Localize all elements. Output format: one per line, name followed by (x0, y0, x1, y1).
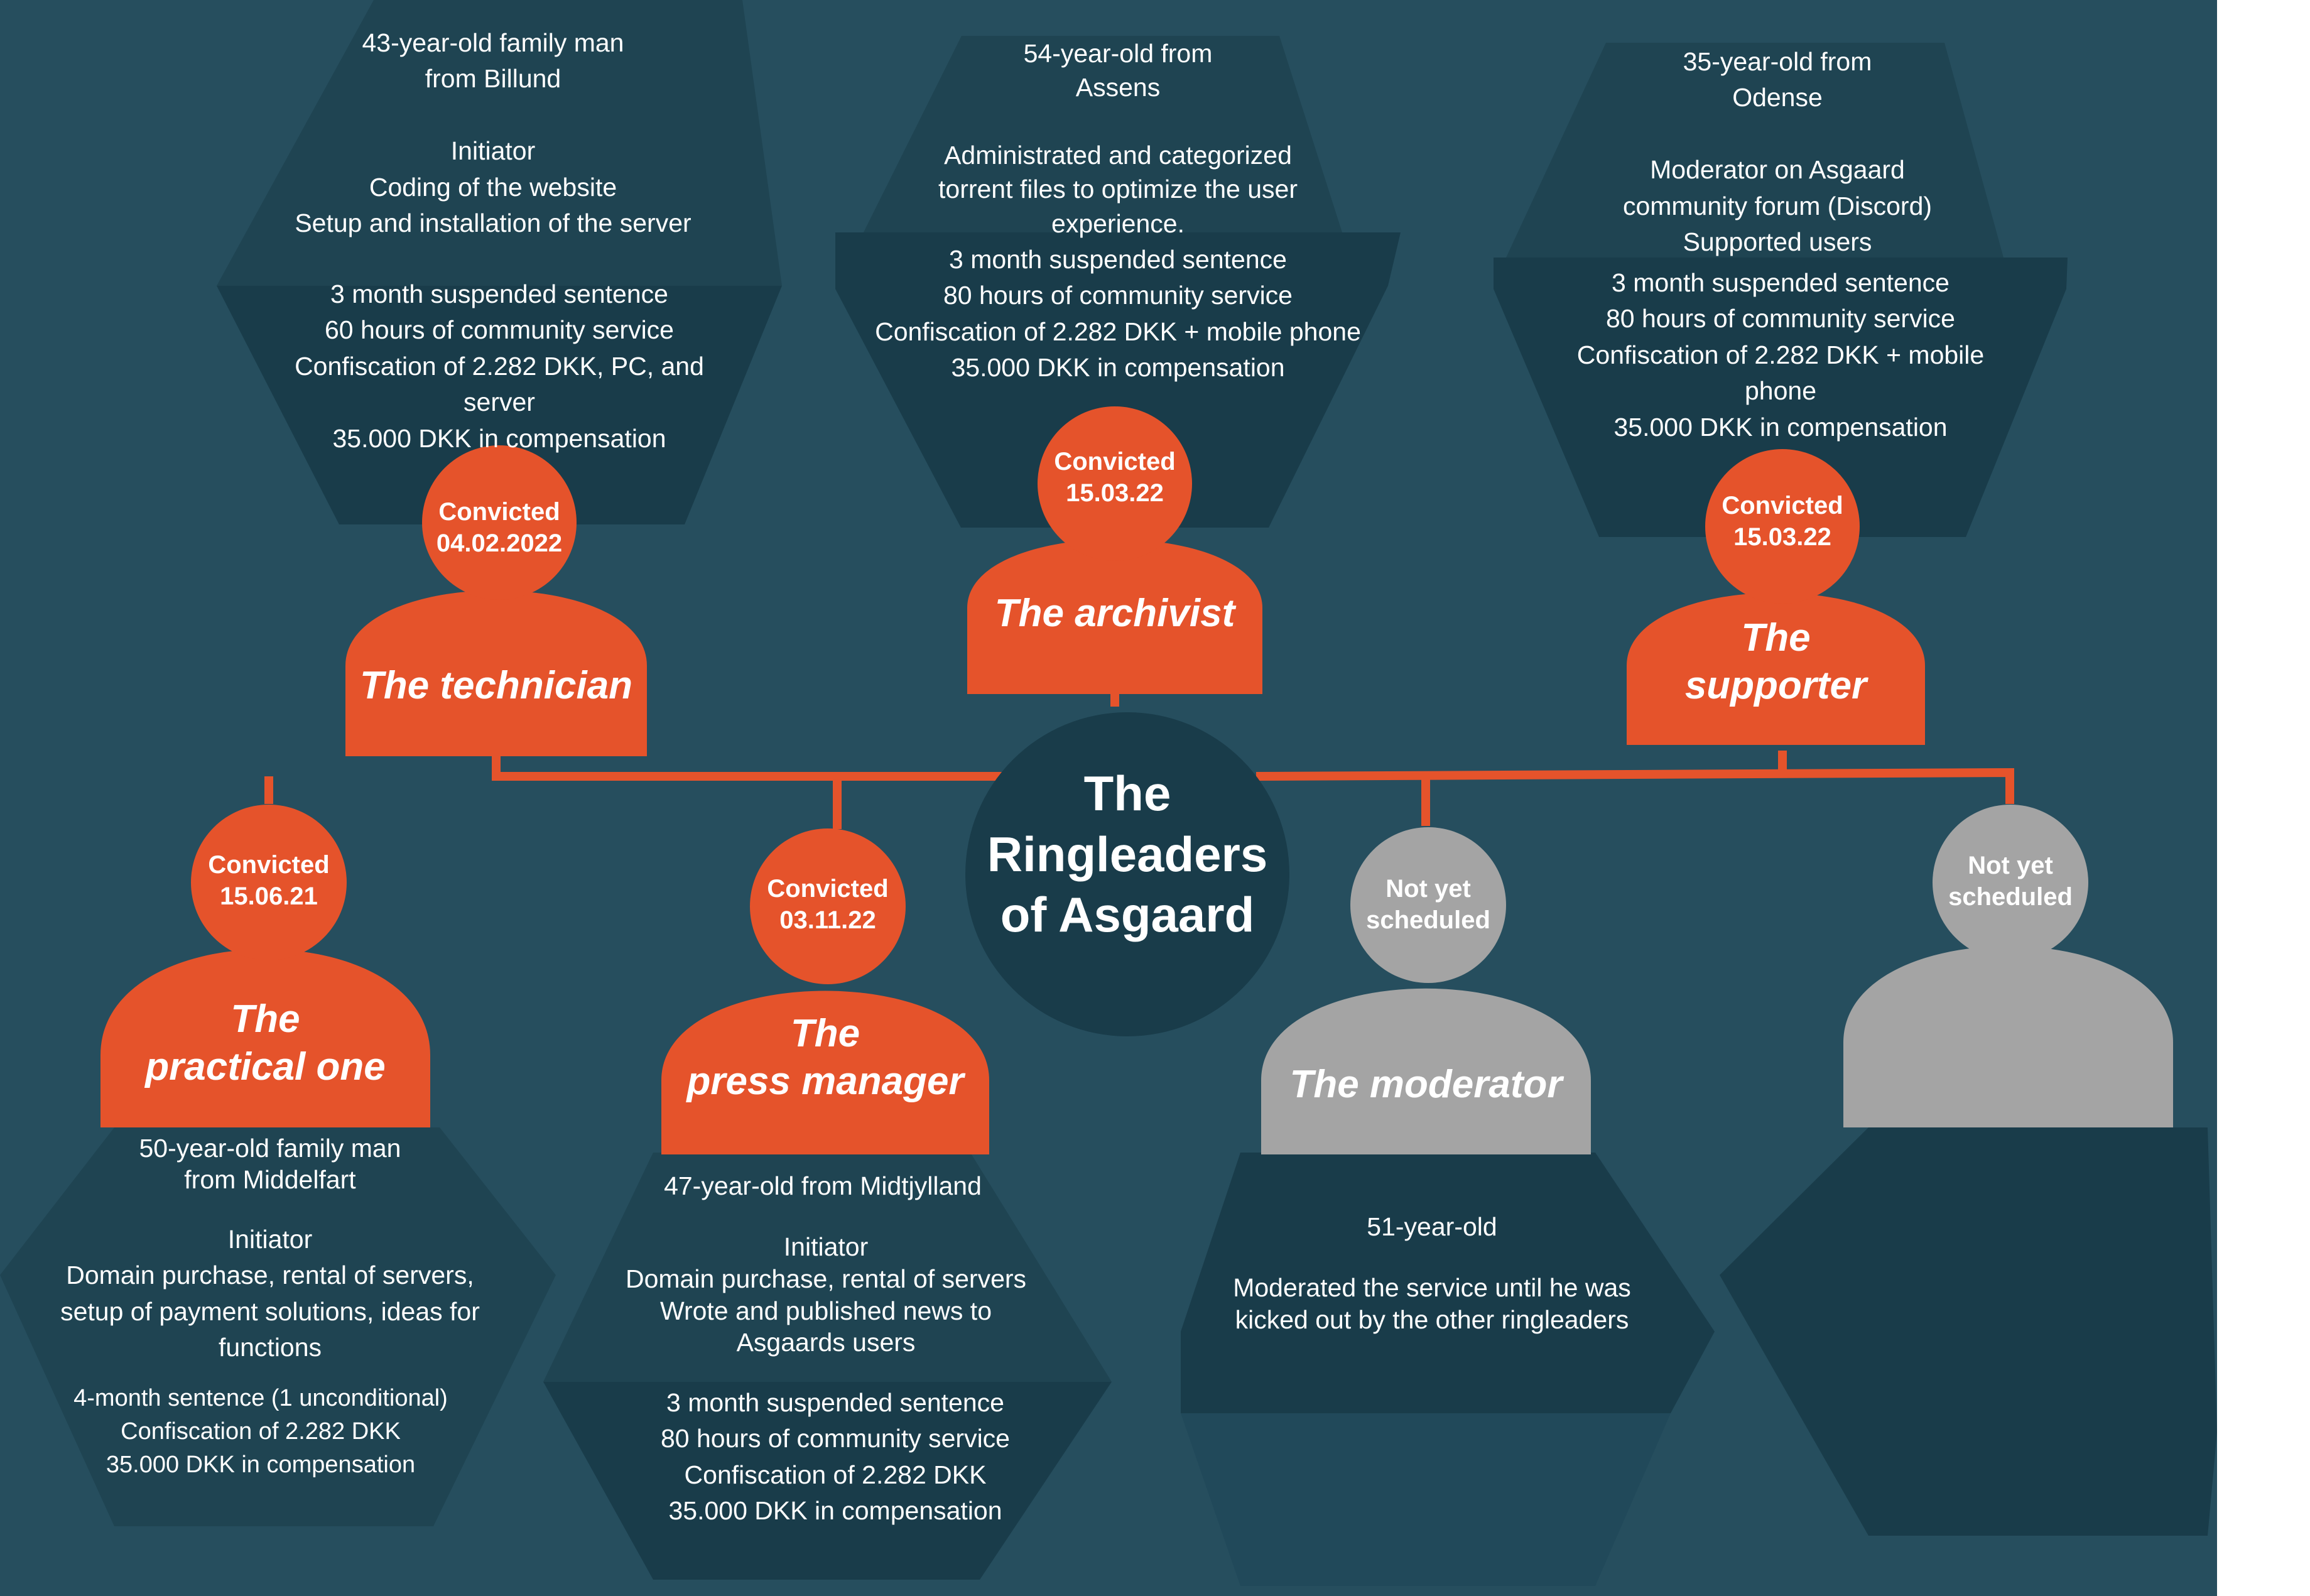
supporter-role: The supporter (1684, 616, 1867, 707)
body-practical (100, 949, 430, 1127)
practical-sentence: 4-month sentence (1 unconditional) Confi… (73, 1385, 448, 1479)
connector-right-branch (1255, 768, 2014, 804)
body-archivist (967, 539, 1262, 694)
practical-profile-intro: 50-year-old family man from Middelfart (139, 1134, 401, 1195)
archivist-sentence: 3 month suspended sentence 80 hours of c… (875, 245, 1361, 383)
moderator-profile-intro: 51-year-old (1367, 1212, 1497, 1241)
head-moderator (1350, 827, 1506, 983)
hex-practical-profile (0, 1127, 556, 1526)
press-profile: Initiator Domain purchase, rental of ser… (625, 1232, 1027, 1357)
technician-profile: 43-year-old family man from Billund Init… (295, 28, 691, 237)
practical-profile: Initiator Domain purchase, rental of ser… (60, 1225, 480, 1362)
technician-badge: Convicted 04.02.2022 (436, 498, 563, 557)
hex-press-profile (543, 1153, 1112, 1382)
technician-role: The technician (359, 664, 633, 707)
center-circle (965, 712, 1289, 1036)
press-profile-intro: 47-year-old from Midtjylland (664, 1171, 982, 1200)
practical-badge: Convicted 15.06.21 (208, 851, 330, 910)
head-supporter (1705, 449, 1860, 604)
hex-technician-sentence (217, 286, 782, 524)
unknown-badge: Not yet scheduled (1948, 852, 2073, 911)
technician-sentence: 3 month suspended sentence 60 hours of c… (295, 280, 704, 453)
archivist-profile: 54-year-old from Assens Administrated an… (938, 39, 1298, 238)
body-technician (345, 590, 647, 756)
supporter-profile: 35-year-old from Odense Moderator on Asg… (1622, 47, 1933, 256)
archivist-badge: Convicted 15.03.22 (1054, 448, 1176, 507)
connector-technician (492, 751, 1017, 781)
body-supporter (1627, 592, 1925, 745)
archivist-role: The archivist (994, 592, 1235, 635)
hex-moderator-lower (1181, 1413, 1671, 1586)
hex-supporter-profile (1506, 43, 2004, 258)
press-role: The press manager (686, 1012, 964, 1103)
diagram-title: The Ringleaders of Asgaard (987, 766, 1268, 943)
practical-role: The practical one (145, 997, 386, 1088)
body-moderator (1261, 988, 1591, 1154)
head-press (750, 828, 906, 984)
hex-technician-profile (217, 0, 782, 286)
head-archivist (1038, 406, 1192, 561)
body-press (661, 991, 989, 1154)
hex-unknown-panel (1720, 1127, 2217, 1536)
body-unknown (1843, 946, 2173, 1127)
hex-archivist-profile (835, 36, 1342, 289)
moderator-role: The moderator (1289, 1063, 1563, 1106)
hex-supporter-sentence (1494, 258, 2068, 537)
moderator-badge: Not yet scheduled (1366, 875, 1490, 934)
supporter-sentence: 3 month suspended sentence 80 hours of c… (1576, 268, 1985, 442)
moderator-profile: Moderated the service until he was kicke… (1233, 1273, 1631, 1334)
press-badge: Convicted 03.11.22 (767, 875, 889, 934)
hex-moderator-profile (1181, 1153, 1715, 1413)
head-practical (191, 805, 347, 960)
hex-archivist-sentence (835, 232, 1401, 528)
press-sentence: 3 month suspended sentence 80 hours of c… (660, 1388, 1010, 1526)
supporter-badge: Convicted 15.03.22 (1722, 492, 1843, 551)
hex-press-sentence (543, 1382, 1112, 1580)
head-unknown (1933, 805, 2088, 960)
head-technician (422, 445, 577, 600)
